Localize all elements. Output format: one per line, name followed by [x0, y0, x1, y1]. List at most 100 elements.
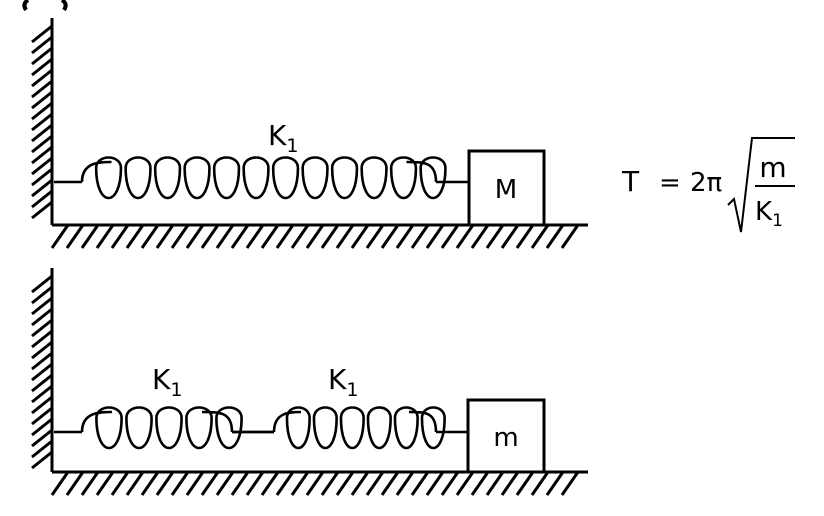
hatch-line: [425, 471, 445, 496]
hatch-line: [125, 224, 145, 249]
hatch-line: [515, 224, 535, 249]
formula-coefficient: 2π: [690, 168, 722, 198]
top-floor-hatching: [50, 224, 580, 249]
bottom-mass-label: m: [493, 423, 518, 453]
hatch-line: [305, 224, 325, 249]
formula-lhs: T: [621, 165, 640, 198]
hatch-line: [170, 224, 190, 249]
hatch-line: [31, 57, 53, 77]
hatch-line: [31, 351, 53, 371]
top-spring-label: K1: [268, 119, 298, 157]
hatch-line: [31, 417, 53, 437]
hatch-line: [455, 471, 475, 496]
hatch-line: [260, 224, 280, 249]
cropped-panel-label: [22, 0, 68, 12]
hatch-line: [31, 189, 53, 209]
period-formula: T = 2π m K1: [621, 137, 795, 233]
hatch-line: [80, 224, 100, 249]
hatch-line: [65, 471, 85, 496]
bottom-spring-2: [232, 406, 468, 450]
top-mass-block: [467, 149, 546, 227]
hatch-line: [215, 471, 235, 496]
bottom-setup: m K1 K1: [31, 268, 588, 496]
hatch-line: [365, 471, 385, 496]
hatch-line: [31, 384, 53, 404]
hatch-line: [65, 224, 85, 249]
hatch-line: [110, 471, 130, 496]
hatch-line: [410, 471, 430, 496]
hatch-line: [380, 471, 400, 496]
hatch-line: [245, 471, 265, 496]
hatch-line: [545, 471, 565, 496]
spring-coil: [272, 406, 446, 450]
bottom-floor-hatching: [50, 471, 580, 496]
hatch-line: [200, 224, 220, 249]
hatch-line: [230, 224, 250, 249]
hatch-line: [31, 167, 53, 187]
hatch-line: [425, 224, 445, 249]
hatch-line: [50, 471, 70, 496]
hatch-line: [31, 450, 53, 470]
hatch-line: [31, 178, 53, 198]
hatch-line: [320, 224, 340, 249]
hatch-line: [320, 471, 340, 496]
hatch-line: [335, 224, 355, 249]
bottom-floor: [50, 470, 588, 496]
hatch-line: [140, 224, 160, 249]
hatch-line: [31, 285, 53, 305]
top-floor: [50, 223, 588, 249]
hatch-line: [275, 224, 295, 249]
hatch-line: [275, 471, 295, 496]
hatch-line: [215, 224, 235, 249]
hatch-line: [140, 471, 160, 496]
hatch-line: [31, 329, 53, 349]
hatch-line: [155, 471, 175, 496]
hatch-line: [95, 471, 115, 496]
hatch-line: [31, 90, 53, 110]
top-spring: [54, 156, 469, 200]
hatch-line: [125, 471, 145, 496]
hatch-line: [530, 224, 550, 249]
hatch-line: [440, 224, 460, 249]
hatch-line: [31, 406, 53, 426]
top-wall: [31, 18, 54, 225]
hatch-line: [31, 428, 53, 448]
hatch-line: [31, 24, 53, 44]
bottom-wall: [31, 268, 54, 472]
hatch-line: [95, 224, 115, 249]
hatch-line: [500, 224, 520, 249]
hatch-line: [31, 200, 53, 220]
spring-coil: [80, 156, 447, 200]
top-setup: M K1: [31, 18, 588, 249]
hatch-line: [31, 274, 53, 294]
hatch-line: [515, 471, 535, 496]
hatch-line: [200, 471, 220, 496]
hatch-line: [31, 68, 53, 88]
formula-numerator: m: [759, 151, 786, 184]
bottom-spring-2-label: K1: [328, 363, 358, 401]
hatch-line: [245, 224, 265, 249]
hatch-line: [31, 145, 53, 165]
hatch-line: [170, 471, 190, 496]
bottom-spring-1: [54, 406, 274, 450]
radical-sign: [727, 137, 795, 233]
hatch-line: [31, 101, 53, 121]
hatch-line: [31, 46, 53, 66]
hatch-line: [530, 471, 550, 496]
hatch-line: [31, 79, 53, 99]
hatch-line: [50, 224, 70, 249]
hatch-line: [350, 224, 370, 249]
hatch-line: [185, 471, 205, 496]
spring-coil: [80, 406, 243, 450]
top-wall-hatching: [31, 24, 53, 220]
hatch-line: [365, 224, 385, 249]
hatch-line: [31, 35, 53, 55]
bottom-mass-block: [466, 398, 546, 474]
hatch-line: [560, 471, 580, 496]
top-mass-label: M: [495, 175, 517, 205]
hatch-line: [155, 224, 175, 249]
hatch-line: [230, 471, 250, 496]
hatch-line: [31, 112, 53, 132]
